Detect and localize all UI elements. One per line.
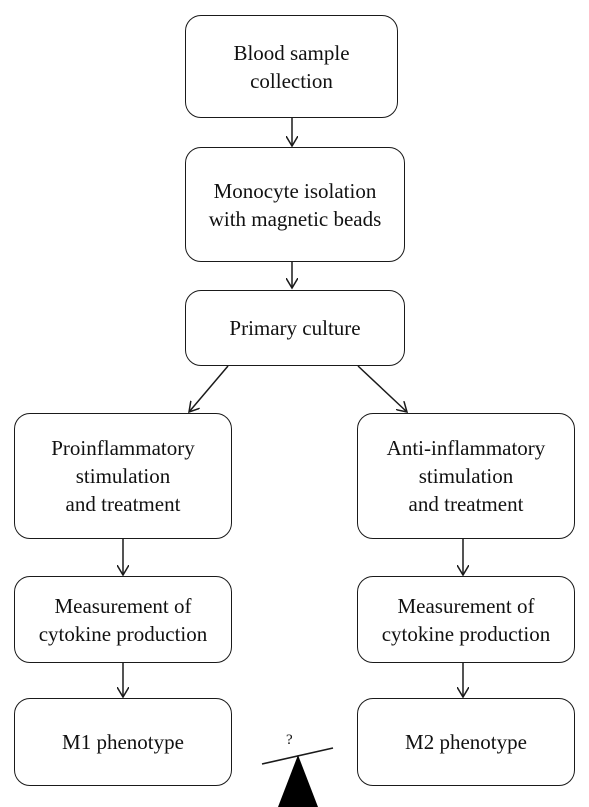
node-anti-inflammatory-stimulation: Anti-inflammatory stimulation and treatm…: [357, 413, 575, 539]
node-primary-culture: Primary culture: [185, 290, 405, 366]
node-text-line: M2 phenotype: [405, 730, 527, 754]
node-text-line: Anti-inflammatory: [386, 436, 546, 460]
node-m1-phenotype: M1 phenotype: [14, 698, 232, 786]
node-blood-sample-collection: Blood sample collection: [185, 15, 398, 118]
balance-fulcrum: [278, 755, 318, 807]
node-text-line: collection: [250, 68, 333, 93]
node-text-line: stimulation: [418, 464, 514, 488]
node-proinflammatory-stimulation: Proinflammatory stimulation and treatmen…: [14, 413, 232, 539]
node-text-line: and treatment: [408, 492, 524, 516]
node-text-line: Measurement of: [54, 593, 192, 618]
node-text-line: stimulation: [75, 464, 171, 488]
arrow-culture-to-anti: [357, 365, 407, 412]
node-text-line: Primary culture: [229, 316, 361, 340]
node-monocyte-isolation: Monocyte isolation with magnetic beads: [185, 147, 405, 262]
node-text-line: and treatment: [65, 492, 181, 516]
node-text-line: Blood sample: [233, 40, 350, 65]
balance-scale-icon: [261, 747, 334, 807]
balance-beam: [261, 747, 334, 765]
node-m2-phenotype: M2 phenotype: [357, 698, 575, 786]
balance-question-mark: ?: [286, 732, 293, 748]
node-measurement-left: Measurement of cytokine production: [14, 576, 232, 663]
arrow-culture-to-pro: [189, 365, 229, 412]
node-text-line: Proinflammatory: [51, 436, 195, 460]
node-text-line: cytokine production: [381, 621, 551, 646]
node-measurement-right: Measurement of cytokine production: [357, 576, 575, 663]
node-text-line: Monocyte isolation: [213, 178, 377, 203]
node-text-line: M1 phenotype: [62, 730, 184, 754]
node-text-line: Measurement of: [397, 593, 535, 618]
node-text-line: cytokine production: [38, 621, 208, 646]
node-text-line: with magnetic beads: [208, 206, 382, 231]
